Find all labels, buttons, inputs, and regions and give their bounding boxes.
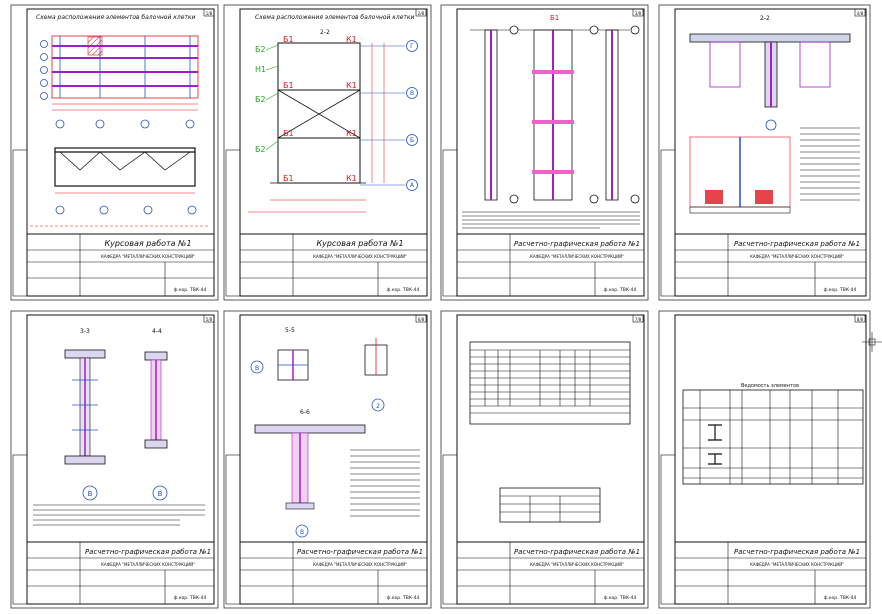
title-block-code: ф.кор. ТВК-44 xyxy=(387,595,420,601)
column-section-a: В xyxy=(64,349,106,501)
sheet-2[interactable]: 2/8 Схема расположения элементов балочно… xyxy=(223,4,432,301)
sheet-8[interactable]: 8/8 Ведомость элементов Расч xyxy=(658,310,882,609)
title-block-org: КАФЕДРА "МЕТАЛЛИЧЕСКИХ КОНСТРУКЦИЙ" xyxy=(313,562,407,567)
title-block-name: Расчетно-графическая работа №1 xyxy=(297,548,423,556)
title-block-name: Расчетно-графическая работа №1 xyxy=(514,240,640,248)
sheet-number: 1/8 xyxy=(206,11,213,16)
axis-label: А xyxy=(410,182,415,189)
sheet-number: 2/8 xyxy=(418,11,425,16)
floor-plan xyxy=(51,35,199,111)
axis-bubbles-rows xyxy=(40,40,195,129)
column-section-b: В xyxy=(144,351,168,501)
sheet-number: 7/8 xyxy=(635,317,642,322)
sheet-number: 4/8 xyxy=(857,11,864,16)
mark-k1: К1 xyxy=(346,35,357,44)
sheet-3[interactable]: 3/8 Б1 xyxy=(440,4,649,301)
section-label: 2-2 xyxy=(320,29,330,36)
sheet-number: 8/8 xyxy=(857,317,864,322)
drawing-title: Схема расположения элементов балочной кл… xyxy=(36,14,196,21)
elements-table xyxy=(682,389,864,485)
title-block-name: Расчетно-графическая работа №1 xyxy=(734,548,860,556)
section-label: 6-6 xyxy=(300,409,310,416)
axis-label: Б xyxy=(410,137,414,144)
element-marks: Б2 Н1 Б2 Б2 Б1 К1 Б1 К1 Б1 К1 Б1 К1 xyxy=(255,35,357,183)
sheet-5[interactable]: 5/8 3-3 4-4 В В xyxy=(10,310,219,609)
axis-bubbles: Г В Б А xyxy=(360,40,418,191)
title-block-name: Расчетно-графическая работа №1 xyxy=(85,548,211,556)
detail-node-2: 2 xyxy=(364,338,388,412)
axis-label: В xyxy=(255,365,259,372)
sheet-number: 3/8 xyxy=(635,11,642,16)
mark-k1: К1 xyxy=(346,81,357,90)
title-block-org: КАФЕДРА "МЕТАЛЛИЧЕСКИХ КОНСТРУКЦИЙ" xyxy=(101,254,195,259)
title-block: Расчетно-графическая работа №1 КАФЕДРА "… xyxy=(239,541,428,605)
axis-label: 2 xyxy=(376,403,380,410)
mark-b2: Б2 xyxy=(255,45,266,54)
drawing-title: Схема расположения элементов балочной кл… xyxy=(255,14,415,21)
notes-text xyxy=(33,504,205,526)
notes-text xyxy=(462,211,640,229)
crosshair-cursor-icon xyxy=(862,332,882,352)
title-block-code: ф.кор. ТВК-44 xyxy=(604,287,637,293)
detail-6-6: В xyxy=(254,424,366,538)
title-block-name: Расчетно-графическая работа №1 xyxy=(734,240,860,248)
title-block-org: КАФЕДРА "МЕТАЛЛИЧЕСКИХ КОНСТРУКЦИЙ" xyxy=(750,254,844,259)
mark-n1: Н1 xyxy=(255,65,266,74)
title-block-code: ф.кор. ТВК-44 xyxy=(174,287,207,293)
steel-spec-table xyxy=(469,341,631,425)
title-block-name: Курсовая работа №1 xyxy=(104,239,191,248)
sheet-number: 6/8 xyxy=(418,317,425,322)
beam-elevations xyxy=(470,25,640,204)
title-block-code: ф.кор. ТВК-44 xyxy=(174,595,207,601)
title-block-name: Курсовая работа №1 xyxy=(316,239,403,248)
section-label: 5-5 xyxy=(285,327,295,334)
section-label: 2-2 xyxy=(760,15,770,22)
detail-5-5: В xyxy=(250,349,309,381)
title-block-org: КАФЕДРА "МЕТАЛЛИЧЕСКИХ КОНСТРУКЦИЙ" xyxy=(313,254,407,259)
beam-mark: Б1 xyxy=(550,14,559,22)
joint-detail xyxy=(689,33,851,131)
mark-k1: К1 xyxy=(346,174,357,183)
axis-label: В xyxy=(410,90,414,97)
green-leaders xyxy=(265,44,279,151)
table-title: Ведомость элементов xyxy=(741,383,799,389)
sheet-1[interactable]: 1/8 Схема расположения элементов балочно… xyxy=(10,4,219,301)
notes-text xyxy=(800,127,860,201)
section-label: 3-3 xyxy=(80,328,90,335)
sheet-6[interactable]: 6/8 5-5 6-6 В 2 В xyxy=(223,310,432,609)
section-label: 4-4 xyxy=(152,328,162,335)
mark-b1: Б1 xyxy=(283,129,294,138)
sheet-4[interactable]: 4/8 2-2 xyxy=(658,4,871,301)
mark-b2: Б2 xyxy=(255,95,266,104)
section-1-1 xyxy=(30,147,210,227)
sheet-7[interactable]: 7/8 xyxy=(440,310,649,609)
axis-label: В xyxy=(300,529,304,536)
title-block-code: ф.кор. ТВК-44 xyxy=(387,287,420,293)
mark-b1: Б1 xyxy=(283,174,294,183)
sheet-number: 5/8 xyxy=(206,317,213,322)
title-block-code: ф.кор. ТВК-44 xyxy=(824,595,857,601)
mark-b1: Б1 xyxy=(283,35,294,44)
mark-b1: Б1 xyxy=(283,81,294,90)
dimension-lines xyxy=(248,43,385,213)
notes-text xyxy=(350,449,420,517)
connection-table xyxy=(499,487,601,523)
axis-label: В xyxy=(158,490,163,498)
base-detail xyxy=(689,136,791,214)
title-block-org: КАФЕДРА "МЕТАЛЛИЧЕСКИХ КОНСТРУКЦИЙ" xyxy=(530,562,624,567)
title-block-org: КАФЕДРА "МЕТАЛЛИЧЕСКИХ КОНСТРУКЦИЙ" xyxy=(530,254,624,259)
mark-b2: Б2 xyxy=(255,145,266,154)
title-block-org: КАФЕДРА "МЕТАЛЛИЧЕСКИХ КОНСТРУКЦИЙ" xyxy=(101,562,195,567)
axis-label: Г xyxy=(410,43,414,50)
frame-scheme xyxy=(270,42,366,184)
title-block-code: ф.кор. ТВК-44 xyxy=(824,287,857,293)
title-block-code: ф.кор. ТВК-44 xyxy=(604,595,637,601)
title-block-name: Расчетно-графическая работа №1 xyxy=(514,548,640,556)
axis-label: В xyxy=(88,490,93,498)
title-block-org: КАФЕДРА "МЕТАЛЛИЧЕСКИХ КОНСТРУКЦИЙ" xyxy=(750,562,844,567)
mark-k1: К1 xyxy=(346,129,357,138)
title-block: Курсовая работа №1 КАФЕДРА "МЕТАЛЛИЧЕСКИ… xyxy=(26,233,215,297)
